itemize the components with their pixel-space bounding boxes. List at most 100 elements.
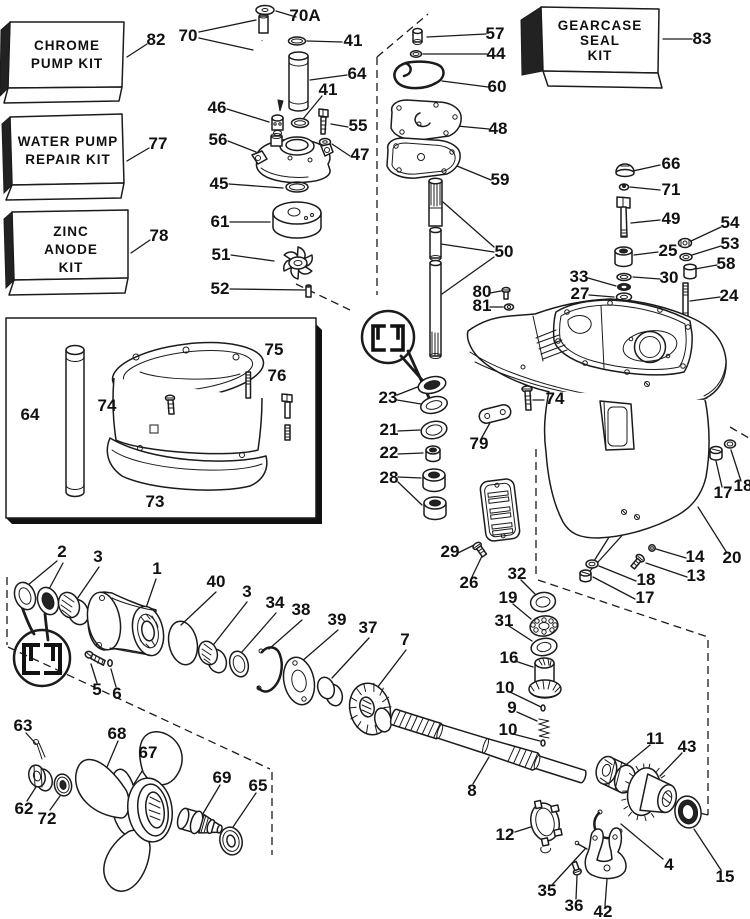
callout-60: 60 [488,77,507,96]
callout-77: 77 [149,134,168,153]
callout-50: 50 [495,242,514,261]
callout-32: 32 [508,564,527,583]
callout-18b: 18 [637,570,656,589]
part-screw-13 [630,553,645,570]
part-spring-9 [537,718,551,739]
part-bolt-76 [281,393,293,441]
part-screw-26 [472,541,488,558]
callout-36: 36 [565,896,584,915]
callout-42: 42 [594,902,613,919]
callout-37: 37 [359,618,378,637]
part-bearing-3-left [57,591,90,626]
callout-63: 63 [14,716,33,735]
kit-box-water-pump-repair [1,113,125,201]
part-spacer-58 [683,263,697,280]
callout-70: 70 [179,26,198,45]
callout-29: 29 [441,542,460,561]
part-oring-41-upper [287,36,307,46]
callout-74: 74 [546,389,565,408]
callout-75: 75 [265,340,284,359]
part-stud-75 [245,371,252,399]
part-plate-48 [390,99,462,141]
callout-72: 72 [38,809,57,828]
callout-48: 48 [489,119,508,138]
callout-67: 67 [139,743,158,762]
kit-chrome-line2: PUMP KIT [31,56,103,71]
part-pump-housing-56 [251,133,334,184]
callout-56: 56 [209,130,228,149]
part-washer-70A [255,4,275,16]
callout-71: 71 [662,180,681,199]
callout-49: 49 [662,209,681,228]
callout-38: 38 [292,600,311,619]
kit-chrome-line1: CHROME [34,38,100,53]
callout-4: 4 [664,855,674,874]
part-oring-41-lower [290,117,310,129]
callout-23: 23 [379,388,398,407]
part-propeller-67-68 [75,731,183,892]
callout-6: 6 [112,684,121,703]
part-oring-44 [409,50,423,58]
part-pin-52 [305,284,312,298]
callout-17: 17 [714,483,733,502]
part-tube-64-inset [65,344,85,498]
callout-26: 26 [460,573,479,592]
part-seals-23 [417,375,448,415]
callout-18: 18 [734,476,750,495]
kit-gearcase-line1: GEARCASE [558,18,643,33]
part-exhaust-housing-73 [106,341,268,491]
part-forward-gear-7 [348,682,393,736]
part-thrust-bearing-19 [529,615,559,637]
part-clutch-dog-11 [595,755,636,794]
callout-65: 65 [249,776,268,795]
part-thrust-washer-39 [282,656,316,706]
part-gasket-45 [285,181,309,193]
part-plug-17-bottom [579,569,592,583]
callout-3: 3 [93,547,102,566]
part-fitting-46 [271,114,284,136]
kit-box-chrome-pump [0,20,125,104]
part-oring-33 [617,283,631,291]
part-pin-10-lower [540,739,546,747]
callout-11: 11 [646,729,664,748]
callout-13: 13 [687,566,706,585]
callout-54: 54 [721,213,740,232]
callout-1: 1 [152,559,161,578]
callout-20: 20 [723,548,742,567]
part-pinion-gear-16 [528,657,562,699]
part-ring-34 [228,650,250,678]
part-nut-54 [677,237,693,249]
part-oring-40 [167,620,199,666]
part-pin-10-upper [540,704,546,712]
part-screw-74-housing [521,385,533,411]
part-driveshaft-50 [428,177,443,359]
callout-73: 73 [146,492,165,511]
callout-15: 15 [716,867,735,886]
callout-47: 47 [351,145,370,164]
callout-43: 43 [678,737,697,756]
callout-9: 9 [507,698,516,717]
callout-24: 24 [720,286,739,305]
callout-10b: 10 [499,720,518,739]
callout-74b: 74 [98,396,117,415]
part-bearing-21 [420,420,448,440]
callout-68: 68 [108,724,127,743]
kit-waterpump-line1: WATER PUMP [18,134,119,149]
callout-83: 83 [693,29,712,48]
callout-30: 30 [660,268,679,287]
callout-61: 61 [211,212,230,231]
part-cotter-pin-63 [33,739,46,760]
part-cup-61 [272,201,322,239]
part-gasket-59 [386,137,461,179]
part-seals-2 [13,581,60,616]
callout-46: 46 [208,98,227,117]
part-retainer-12 [529,799,563,854]
callout-76: 76 [268,366,287,385]
part-pin-6 [107,659,113,667]
callout-45: 45 [210,174,229,193]
kit-gearcase-line3: KIT [588,48,613,63]
part-prop-nut-62 [28,764,53,792]
callout-labels: 70A 70 41 64 41 55 47 46 56 45 61 51 52 … [14,6,750,919]
part-washer-18-bottom [585,559,599,569]
part-bushing-37 [316,676,344,707]
